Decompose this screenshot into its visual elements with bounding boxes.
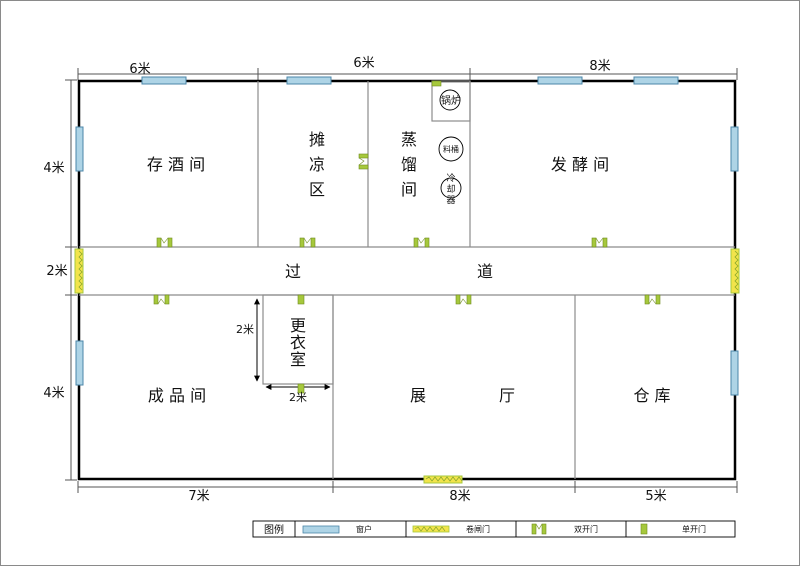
room-finished-goods: 成 品 间	[148, 386, 206, 405]
window	[633, 76, 679, 85]
dim-top-mid: 6米	[353, 56, 374, 71]
dimension-labels: 6米 6米 8米 4米 2米 4米 7米 8米 5米	[43, 56, 666, 504]
legend-window-label: 窗户	[356, 524, 372, 534]
room-cooling-2: 凉	[309, 155, 325, 174]
room-wine-storage: 存 酒 间	[147, 155, 205, 174]
legend-double-door-label: 双开门	[574, 524, 598, 534]
window	[730, 126, 739, 172]
legend-rolling-label: 卷闸门	[466, 524, 490, 534]
dim-bottom-left: 7米	[188, 489, 209, 504]
room-corridor-2: 道	[477, 262, 493, 281]
equipment	[438, 89, 464, 199]
single-door	[297, 294, 305, 305]
window	[730, 350, 739, 396]
room-distill-3: 间	[401, 180, 417, 199]
room-distill-1: 蒸	[401, 130, 417, 149]
room-labels: 存 酒 间 摊 凉 区 蒸 馏 间 发 酵 间 过 道 更 衣 室 成 品 间 …	[147, 130, 671, 405]
dim-locker-width: 2米	[289, 391, 307, 404]
equipment-labels: 锅炉 料桶 冷 却 器	[441, 95, 461, 206]
double-door	[644, 294, 661, 305]
room-cooling-3: 区	[309, 180, 325, 199]
equipment-cooler-2: 却	[446, 184, 455, 195]
dim-top-right: 8米	[589, 59, 610, 74]
legend-single-door-swatch	[640, 523, 648, 535]
dim-top-left: 6米	[129, 62, 150, 77]
room-locker-3: 室	[290, 350, 306, 369]
window	[286, 76, 332, 85]
dimension-lines	[65, 68, 738, 493]
legend-double-door-swatch	[531, 523, 547, 535]
rolling-doors	[74, 248, 740, 484]
legend-rolling-swatch	[412, 525, 450, 533]
windows	[75, 76, 739, 396]
double-door	[455, 294, 472, 305]
window	[75, 126, 84, 172]
material-bucket-circle	[438, 136, 464, 162]
legend-single-door-label: 单开门	[682, 524, 706, 534]
double-door	[591, 237, 608, 248]
boiler-circle	[439, 89, 461, 111]
legend-title: 图例	[264, 523, 284, 536]
double-doors	[153, 153, 661, 305]
double-door	[299, 237, 316, 248]
window	[141, 76, 187, 85]
double-door	[153, 294, 170, 305]
dim-left-lower: 4米	[43, 386, 64, 401]
room-ferment: 发 酵 间	[551, 155, 609, 174]
room-warehouse: 仓 库	[633, 386, 670, 405]
room-hall-1: 展	[410, 386, 426, 405]
double-door	[156, 237, 173, 248]
dim-bottom-right: 5米	[645, 489, 666, 504]
cooler-circle	[440, 177, 462, 199]
legend-window-swatch	[302, 525, 340, 534]
double-door	[413, 237, 430, 248]
room-hall-2: 厅	[499, 386, 515, 405]
room-locker-1: 更	[290, 316, 306, 335]
double-door	[358, 153, 369, 170]
single-door	[297, 383, 305, 394]
equipment-boiler: 锅炉	[441, 95, 461, 107]
dim-left-upper: 4米	[43, 161, 64, 176]
legend: 图例 窗户 卷闸门 双开门 单开门	[252, 520, 736, 538]
room-distill-2: 馏	[401, 155, 417, 174]
window	[537, 76, 583, 85]
equipment-cooler-1: 冷	[446, 172, 455, 184]
partitions	[79, 80, 735, 479]
room-cooling-1: 摊	[309, 130, 325, 149]
window	[75, 340, 84, 386]
locker-dimension-labels: 2米 2米	[236, 323, 307, 404]
room-corridor-1: 过	[285, 262, 301, 281]
room-locker-2: 衣	[290, 333, 306, 352]
single-door	[431, 80, 442, 87]
dim-left-corridor: 2米	[46, 264, 67, 279]
single-doors	[297, 80, 442, 394]
equipment-material-bucket: 料桶	[443, 144, 459, 154]
dim-bottom-mid: 8米	[449, 489, 470, 504]
dim-locker-height: 2米	[236, 323, 254, 336]
equipment-cooler-3: 器	[446, 195, 455, 206]
